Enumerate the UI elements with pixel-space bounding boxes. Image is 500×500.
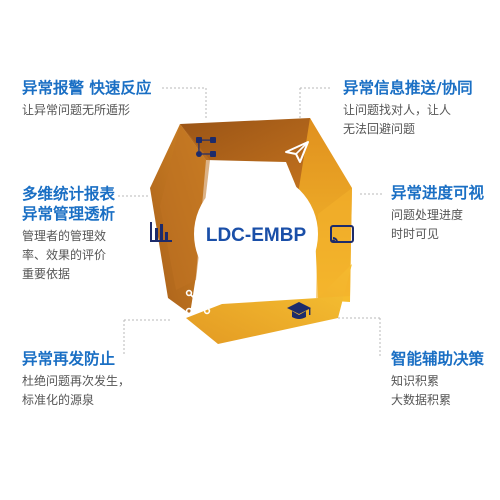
- bar-chart-icon: [150, 222, 172, 242]
- feature-desc-line: 管理者的管理效: [22, 229, 107, 243]
- feature-desc-line: 无法回避问题: [343, 122, 416, 136]
- feature-desc-line: 让异常问题无所遁形: [22, 103, 131, 117]
- feature-progress: 异常进度可视 问题处理进度 时时可见: [391, 183, 484, 244]
- paper-plane-icon: [285, 141, 309, 163]
- feature-desc-line: 知识积累: [391, 374, 440, 388]
- network-people-icon: [185, 289, 211, 315]
- connector-lines: [118, 87, 382, 356]
- workflow-icon: [196, 137, 216, 157]
- feature-desc-line: 重要依据: [22, 267, 71, 281]
- feature-desc-line: 率、效果的评价: [22, 248, 107, 262]
- feature-title: 异常管理透析: [22, 205, 116, 223]
- center-label: LDC-EMBP: [206, 225, 307, 246]
- feature-title: 异常报警 快速反应: [22, 79, 152, 97]
- feature-desc-line: 标准化的源泉: [22, 393, 95, 407]
- feature-title: 异常再发防止: [22, 350, 116, 368]
- feature-desc-line: 问题处理进度: [391, 208, 464, 222]
- feature-desc-line: 时时可见: [391, 227, 440, 241]
- feature-desc-line: 让问题找对人，让人: [343, 103, 452, 117]
- feature-desc-line: 大数据积累: [391, 393, 452, 407]
- feature-decision: 智能辅助决策 知识积累 大数据积累: [391, 349, 484, 410]
- feature-title: 多维统计报表: [22, 185, 116, 203]
- cast-screen-icon: [330, 225, 354, 243]
- feature-desc-line: 杜绝问题再次发生，: [22, 374, 131, 388]
- feature-prevention: 异常再发防止 杜绝问题再次发生， 标准化的源泉: [22, 349, 130, 410]
- graduation-cap-icon: [287, 302, 311, 319]
- feature-push-collab: 异常信息推送/协同 让问题找对人，让人 无法回避问题: [343, 78, 473, 139]
- feature-title: 异常进度可视: [391, 184, 485, 202]
- feature-alarm: 异常报警 快速反应 让异常问题无所遁形: [22, 78, 151, 120]
- feature-title: 异常信息推送/协同: [343, 79, 473, 97]
- feature-title: 智能辅助决策: [391, 350, 485, 368]
- feature-reports: 多维统计报表 异常管理透析 管理者的管理效 率、效果的评价 重要依据: [22, 184, 115, 284]
